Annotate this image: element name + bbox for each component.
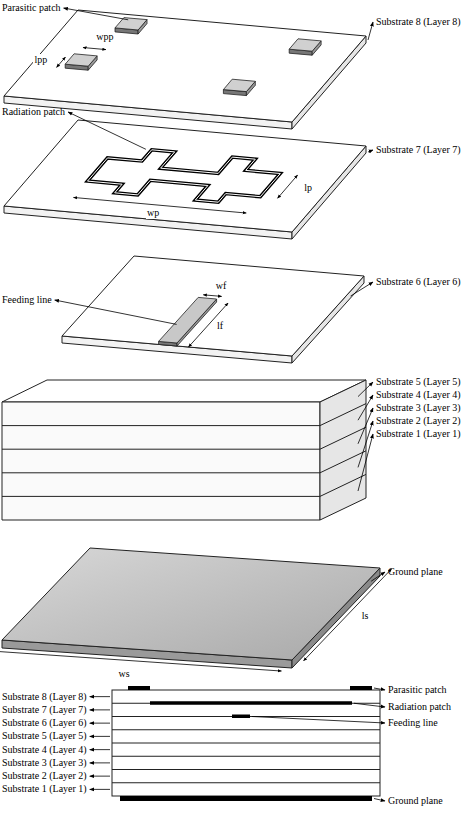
dimension-label: ls	[361, 610, 370, 622]
radiation-patch	[88, 150, 281, 202]
leader-line	[90, 709, 110, 710]
part-label: Radiation patch	[388, 701, 451, 713]
dimension-line	[278, 175, 298, 198]
layer-label: Substrate 7 (Layer 7)	[376, 144, 461, 156]
leader-line	[368, 22, 373, 40]
stack-front	[2, 402, 320, 520]
section-ground-plane	[120, 796, 372, 801]
part-label: Feeding line	[388, 717, 438, 729]
leader-line	[354, 703, 385, 707]
layer-label: Substrate 3 (Layer 3)	[376, 402, 461, 414]
substrate-6-top	[62, 256, 364, 356]
layer-line	[2, 496, 320, 497]
part-label: Parasitic patch	[2, 2, 61, 14]
layer-label: Substrate 3 (Layer 3)	[2, 757, 87, 769]
section-layer-line	[112, 743, 380, 744]
layer-label: Substrate 6 (Layer 6)	[376, 276, 461, 288]
section-layer-line	[112, 782, 380, 783]
layer-label: Substrate 8 (Layer 8)	[376, 16, 461, 28]
leader-line	[64, 8, 129, 20]
leader-line	[371, 572, 385, 581]
dimension-label: wpp	[95, 31, 114, 43]
leader-line	[374, 799, 385, 802]
radiation-patch-inner	[88, 150, 281, 202]
leader-line	[368, 150, 373, 152]
dimension-label: ws	[118, 668, 131, 680]
layer-line	[320, 427, 366, 449]
section-outline	[112, 690, 380, 796]
leader-line	[90, 776, 110, 777]
leader-line	[90, 762, 110, 763]
ground-plane-top	[2, 548, 380, 660]
layer-label: Substrate 1 (Layer 1)	[376, 428, 461, 440]
dimension-label: lpp	[33, 54, 48, 66]
leader-line	[358, 382, 373, 397]
section-layer-line	[112, 729, 380, 730]
part-label: Ground plane	[388, 566, 443, 578]
leader-line	[351, 282, 373, 296]
dimension-line	[304, 569, 392, 661]
part-label: Feeding line	[2, 294, 52, 306]
section-layer-line	[112, 756, 380, 757]
stack-top	[2, 380, 366, 402]
layer-line	[320, 451, 366, 473]
parasitic-patch	[223, 79, 255, 91]
layer-label: Substrate 4 (Layer 4)	[2, 744, 87, 756]
section-feeding-line	[232, 715, 250, 719]
section-parasitic-patch	[128, 686, 150, 690]
leader-line	[90, 736, 110, 737]
dimension-line	[83, 48, 106, 50]
leader-line	[90, 749, 110, 750]
leader-line	[55, 300, 177, 324]
dimension-label: lf	[216, 320, 224, 332]
leader-line	[358, 434, 373, 491]
layer-line	[2, 472, 320, 473]
layer-line	[320, 404, 366, 426]
leader-line	[90, 789, 110, 790]
dimension-line	[189, 303, 229, 347]
substrate-7-top	[4, 120, 366, 232]
part-label: Radiation patch	[2, 106, 65, 118]
leader-line	[358, 421, 373, 467]
leader-line	[68, 112, 146, 149]
parasitic-patch	[289, 39, 321, 51]
part-label: Ground plane	[388, 795, 443, 807]
dimension-line	[0, 651, 281, 671]
layer-label: Substrate 5 (Layer 5)	[2, 730, 87, 742]
part-label: Parasitic patch	[388, 684, 447, 696]
layer-line	[2, 425, 320, 426]
leader-line	[358, 395, 373, 420]
parasitic-patch	[115, 18, 147, 30]
layer-label: Substrate 2 (Layer 2)	[2, 770, 87, 782]
substrate-8-top	[4, 10, 366, 122]
layer-line	[2, 449, 320, 450]
leader-line	[252, 717, 385, 724]
dimension-line	[203, 295, 221, 297]
leader-line	[374, 688, 385, 690]
dimension-label: wf	[215, 280, 228, 292]
feeding-line	[159, 297, 217, 343]
leader-line	[358, 408, 373, 444]
layer-label: Substrate 5 (Layer 5)	[376, 376, 461, 388]
layer-label: Substrate 6 (Layer 6)	[2, 717, 87, 729]
layer-label: Substrate 7 (Layer 7)	[2, 704, 87, 716]
dimension-label: lp	[303, 182, 313, 194]
parasitic-patch	[65, 54, 97, 66]
stack-side	[320, 380, 366, 520]
layer-label: Substrate 4 (Layer 4)	[376, 389, 461, 401]
section-radiation-patch	[150, 701, 352, 705]
section-layer-line	[112, 769, 380, 770]
dimension-label: wp	[146, 207, 160, 219]
layer-label: Substrate 2 (Layer 2)	[376, 415, 461, 427]
section-parasitic-patch	[350, 686, 372, 690]
leader-line	[90, 696, 110, 697]
leader-line	[90, 723, 110, 724]
dimension-line	[57, 57, 66, 67]
layer-label: Substrate 1 (Layer 1)	[2, 783, 87, 795]
layer-label: Substrate 8 (Layer 8)	[2, 691, 87, 703]
